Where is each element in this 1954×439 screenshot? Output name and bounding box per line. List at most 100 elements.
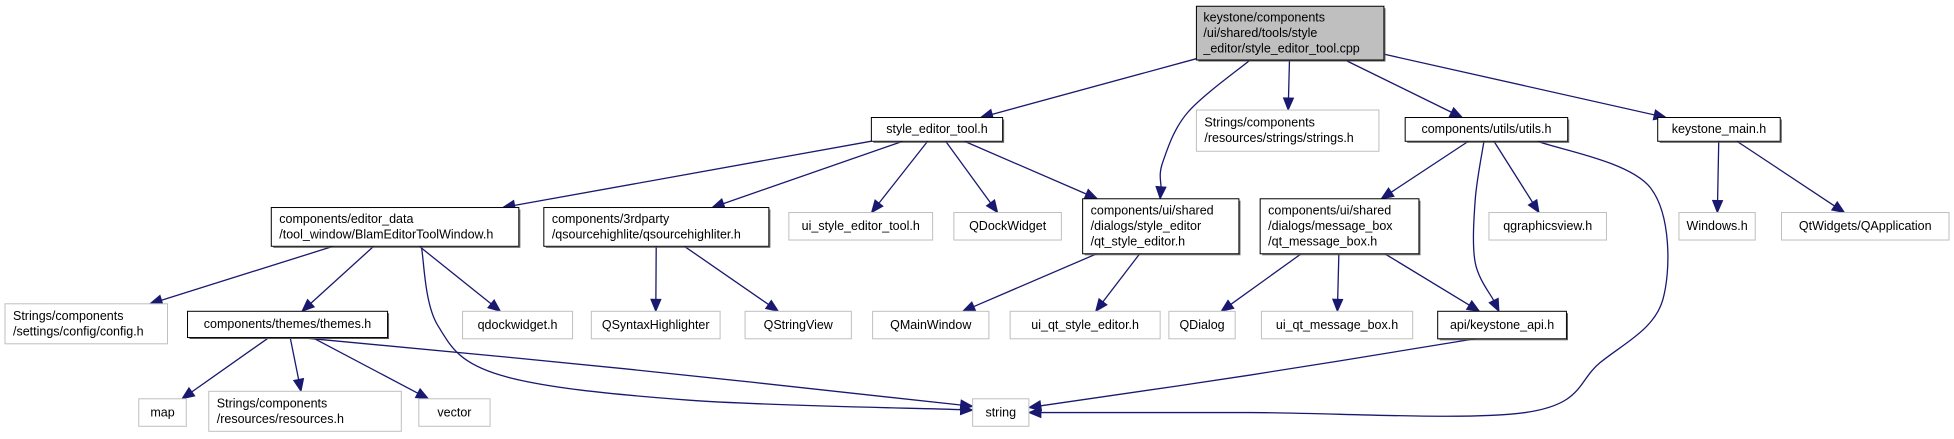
node-label: vector [437, 405, 471, 419]
edge-line [1390, 140, 1469, 193]
node-keystone_api_h[interactable]: api/keystone_api.h [1437, 310, 1568, 341]
node-box [1404, 117, 1569, 142]
edge-line [289, 337, 300, 380]
node-label: /dialogs/style_editor [1091, 219, 1201, 233]
node-string: string [972, 398, 1030, 427]
node-box [187, 310, 389, 339]
node-label: ui_qt_style_editor.h [1031, 318, 1139, 332]
edge-line [1040, 338, 1476, 407]
node-label: QDockWidget [969, 219, 1047, 233]
edge-utils_h-to-string [1027, 140, 1669, 419]
edge-utils_h-to-keystone_api_h [1472, 141, 1500, 313]
node-blam_tool_window_h[interactable]: components/editor_data/tool_window/BlamE… [270, 207, 521, 248]
arrow-head-icon [1830, 200, 1846, 214]
node-label: /qt_style_editor.h [1091, 235, 1186, 249]
arrow-head-icon [414, 387, 430, 400]
node-style_editor_tool_h[interactable]: style_editor_tool.h [870, 117, 1005, 143]
node-label: _editor/style_editor_tool.cpp [1202, 41, 1359, 55]
node-box [1657, 117, 1781, 142]
arrow-head-icon [180, 386, 196, 400]
node-label: keystone_main.h [1672, 122, 1767, 136]
node-root[interactable]: keystone/components/ui/shared/tools/styl… [1195, 5, 1386, 62]
arrow-head-icon [1465, 299, 1481, 312]
edge-style_editor_tool_h-to-qdockwidget_cls [945, 140, 999, 214]
arrow-head-icon [1027, 400, 1043, 412]
node-box [1195, 109, 1380, 152]
node-box [1082, 198, 1240, 255]
arrow-head-icon [1711, 199, 1724, 214]
edge-line [1736, 140, 1835, 207]
node-shadow [1198, 8, 1386, 62]
edge-style_editor_tool_h-to-qsourcehighliter_h [710, 140, 904, 209]
edge-root-to-style_editor_tool_h [979, 58, 1197, 120]
node-qsourcehighliter_h[interactable]: components/3rdparty/qsourcehighlite/qsou… [543, 207, 771, 248]
node-qt_message_box_h[interactable]: components/ui/shared/dialogs/message_box… [1259, 198, 1421, 256]
node-box [138, 398, 187, 427]
edge-keystone_main_h-to-qapplication [1736, 140, 1846, 214]
node-label: components/editor_data [279, 212, 413, 226]
node-label: QMainWindow [890, 318, 972, 332]
edge-themes_h-to-resources_h [289, 337, 305, 393]
node-label: components/utils/utils.h [1421, 122, 1551, 136]
node-label: /resources/resources.h [217, 412, 344, 426]
edge-style_editor_tool_h-to-blam_tool_window_h [501, 140, 872, 211]
node-shadow [189, 313, 390, 340]
node-qstringview: QStringView [744, 310, 852, 340]
edge-keystone_api_h-to-string [1027, 338, 1476, 412]
node-qdockwidget_cls: QDockWidget [953, 212, 1062, 241]
node-label: /qt_message_box.h [1268, 235, 1377, 249]
node-label: /dialogs/message_box [1268, 219, 1393, 233]
node-label: Strings/components [1204, 116, 1314, 130]
node-label: qgraphicsview.h [1503, 219, 1592, 233]
edge-style_editor_tool_h-to-ui_style_editor_tool_h [870, 140, 929, 214]
edge-style_editor_tool_h-to-qt_style_editor_h [964, 140, 1099, 200]
node-box [270, 207, 520, 247]
edge-line [1344, 59, 1452, 113]
node-qapplication: QtWidgets/QApplication [1780, 212, 1950, 241]
node-box [1780, 212, 1950, 241]
node-label: ui_qt_message_box.h [1276, 318, 1398, 332]
edge-line [161, 245, 334, 301]
node-label: components/themes/themes.h [204, 317, 371, 331]
node-label: api/keystone_api.h [1450, 318, 1554, 332]
node-label: /settings/config/config.h [13, 324, 144, 338]
edge-themes_h-to-map [180, 337, 270, 400]
node-label: QDialog [1179, 318, 1224, 332]
edge-line [1472, 141, 1495, 301]
node-qt_style_editor_h[interactable]: components/ui/shared/dialogs/style_edito… [1082, 198, 1241, 256]
node-box [4, 303, 169, 345]
node-box [590, 310, 721, 340]
arrow-head-icon [1380, 187, 1395, 200]
node-shadow [273, 209, 521, 248]
node-config_h: Strings/components/settings/config/confi… [4, 303, 169, 345]
arrow-head-icon [1488, 297, 1500, 313]
edge-qt_style_editor_h-to-qmainwindow [961, 253, 1097, 312]
node-box [744, 310, 852, 340]
edge-blam_tool_window_h-to-qdockwidget_h [418, 245, 502, 313]
node-qgraphicsview_h: qgraphicsview.h [1488, 212, 1607, 241]
node-qdialog: QDialog [1168, 310, 1236, 340]
arrow-head-icon [650, 298, 662, 313]
edge-blam_tool_window_h-to-config_h [148, 245, 334, 306]
node-box [1168, 310, 1236, 340]
node-resources_h: Strings/components/resources/resources.h [208, 390, 402, 432]
node-label: components/3rdparty [552, 212, 670, 226]
node-keystone_main_h[interactable]: keystone_main.h [1657, 117, 1782, 143]
node-label: ui_style_editor_tool.h [802, 219, 920, 233]
node-themes_h[interactable]: components/themes/themes.h [187, 310, 390, 340]
node-ui_style_editor_tool_h: ui_style_editor_tool.h [788, 212, 934, 241]
node-label: Strings/components [13, 309, 123, 323]
edge-line [310, 245, 375, 304]
node-label: Strings/components [217, 396, 327, 410]
node-box [788, 212, 934, 241]
node-label: /tool_window/BlamEditorToolWindow.h [279, 227, 493, 241]
node-box [953, 212, 1062, 241]
node-utils_h[interactable]: components/utils/utils.h [1404, 117, 1570, 143]
edge-line [312, 336, 419, 394]
edge-qsourcehighliter_h-to-qsyntaxhighlighter [650, 246, 662, 313]
arrow-head-icon [487, 298, 502, 313]
edge-root-to-qt_style_editor_h [1155, 59, 1251, 201]
node-shadow [545, 209, 771, 248]
node-windows_h: Windows.h [1678, 212, 1756, 241]
